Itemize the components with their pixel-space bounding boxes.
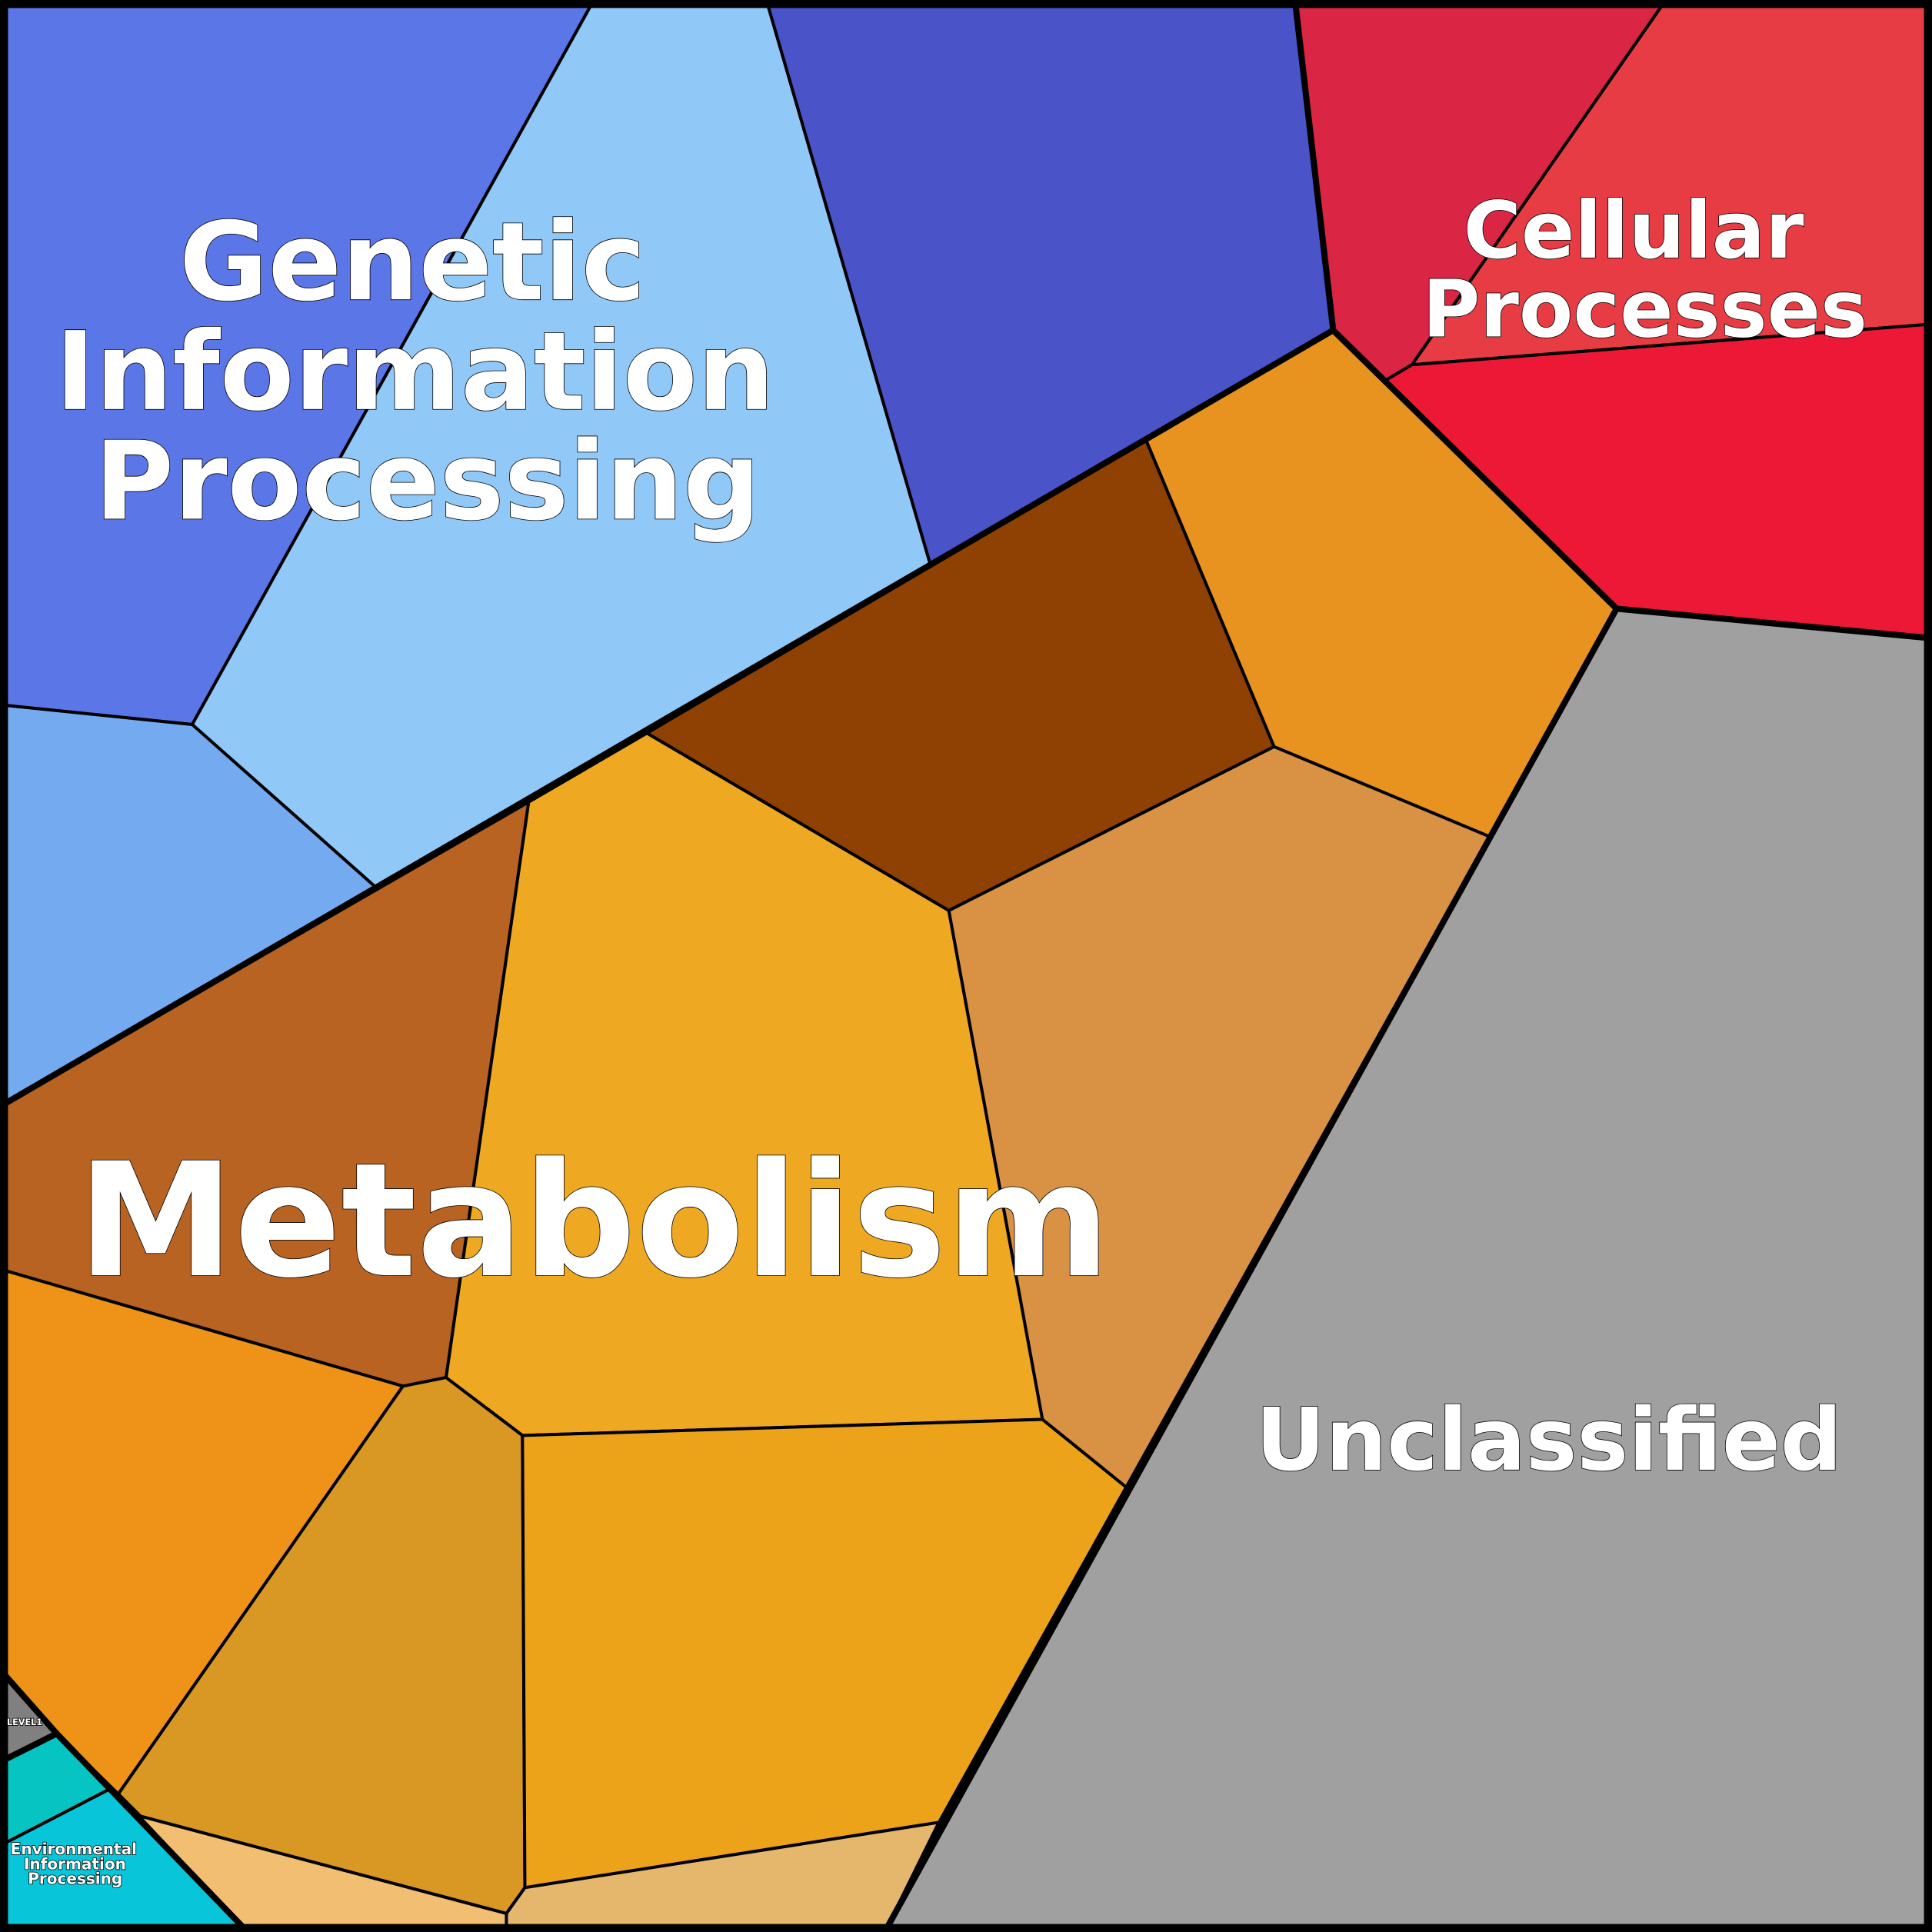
metabolism-label: Metabolism <box>77 1130 1110 1313</box>
genetic-label: Genetic Information Processing <box>55 199 813 545</box>
cellular-label: Cellular Processes <box>1422 185 1867 356</box>
environmental-label: Environmental Information Processing <box>11 1840 142 1887</box>
metabolism-cell[interactable] <box>521 1417 1128 1890</box>
metabolism-cell[interactable] <box>505 1820 941 1932</box>
level1-label: LEVEL1 <box>7 1717 42 1727</box>
cellular-cell[interactable] <box>1410 0 1932 367</box>
environmental-cell[interactable] <box>0 1787 250 1932</box>
unclassified-label: Unclassified <box>1255 1391 1842 1491</box>
cellular-processes-group <box>1293 0 1932 640</box>
